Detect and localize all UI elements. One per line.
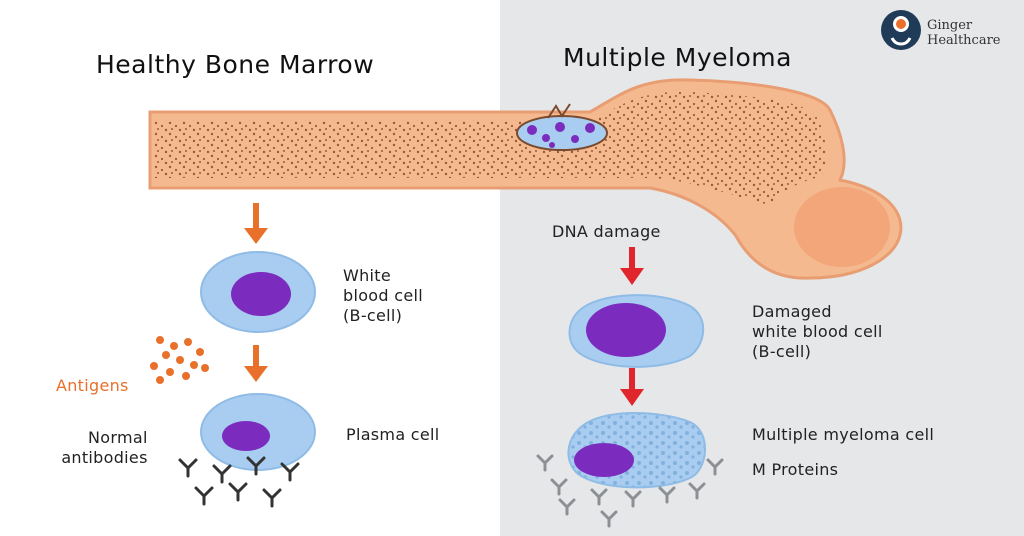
antigens-label: Antigens <box>56 376 129 395</box>
antigens-dots <box>150 336 209 384</box>
myeloma-cell-label: Multiple myeloma cell <box>752 425 935 444</box>
right-title: Multiple Myeloma <box>563 43 792 72</box>
normal-antibodies-label-line1: Normal <box>88 428 148 447</box>
normal-antibodies <box>178 456 300 508</box>
myeloma-cell <box>567 411 706 489</box>
healthy-arrow-2 <box>244 345 268 382</box>
damage-arrow-2 <box>620 368 644 406</box>
normal-antibodies-label-line2: antibodies <box>61 448 148 467</box>
dna-damage-label: DNA damage <box>552 222 661 241</box>
plasma-cell-label: Plasma cell <box>346 425 440 444</box>
brand-name-line1: Ginger <box>927 18 973 33</box>
damaged-cell-label-line3: (B-cell) <box>752 342 812 361</box>
damaged-white-blood-cell <box>568 294 705 368</box>
white-blood-cell-label: White blood cell (B-cell) <box>343 266 423 326</box>
healthy-white-blood-cell <box>200 251 316 333</box>
m-proteins <box>536 454 724 528</box>
damage-arrow-1 <box>620 247 644 285</box>
m-proteins-label: M Proteins <box>752 460 839 479</box>
white-blood-cell-label-line1: White <box>343 266 392 285</box>
bone-head <box>794 187 890 267</box>
left-title: Healthy Bone Marrow <box>96 50 375 79</box>
damaged-cell-label-line1: Damaged <box>752 302 832 321</box>
healthy-plasma-cell <box>200 393 316 471</box>
brand-name: Ginger Healthcare <box>927 18 1000 48</box>
damaged-cell-label-line2: white blood cell <box>752 322 883 341</box>
brand-logo-icon <box>881 10 921 50</box>
normal-antibodies-label: Normal antibodies <box>61 428 148 468</box>
myeloma-tumor-in-bone <box>516 103 608 151</box>
bone-illustration <box>148 78 903 280</box>
healthy-arrow-1 <box>244 203 268 244</box>
damaged-cell-label: Damaged white blood cell (B-cell) <box>752 302 883 362</box>
white-blood-cell-label-line2: blood cell <box>343 286 423 305</box>
brand-name-line2: Healthcare <box>927 33 1001 48</box>
white-blood-cell-label-line3: (B-cell) <box>343 306 403 325</box>
